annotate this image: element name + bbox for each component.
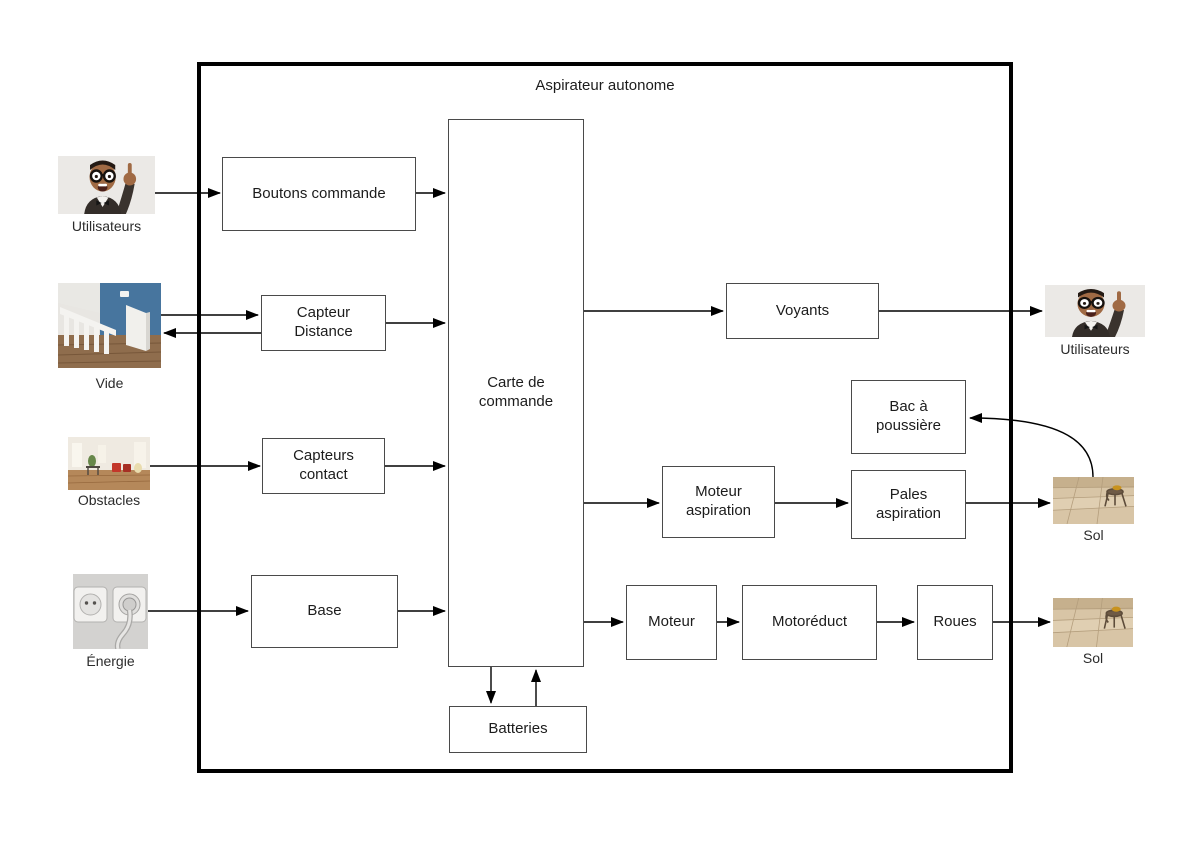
caption-obstacles: Obstacles — [77, 492, 141, 508]
sol-roues-photo — [1053, 598, 1133, 647]
block-roues: Roues — [917, 585, 993, 660]
obstacles-photo — [68, 437, 150, 490]
vide-photo — [58, 283, 161, 368]
block-moteur-aspiration: Moteur aspiration — [662, 466, 775, 538]
block-boutons-commande: Boutons commande — [222, 157, 416, 231]
block-base: Base — [251, 575, 398, 648]
diagram-title: Aspirateur autonome — [535, 77, 675, 94]
utilisateurs-left-photo — [58, 156, 155, 214]
block-batteries: Batteries — [449, 706, 587, 753]
caption-energie: Énergie — [86, 653, 135, 669]
block-motoreduct: Motoréduct — [742, 585, 877, 660]
caption-sol-aspiration: Sol — [1083, 527, 1104, 543]
block-voyants: Voyants — [726, 283, 879, 339]
caption-vide: Vide — [95, 375, 124, 391]
block-carte-de-commande: Carte de commande — [448, 119, 584, 667]
caption-utilisateurs-left: Utilisateurs — [71, 218, 142, 234]
block-bac-a-poussiere: Bac à poussière — [851, 380, 966, 454]
sol-aspiration-photo — [1053, 477, 1134, 524]
caption-utilisateurs-right: Utilisateurs — [1060, 341, 1130, 357]
block-capteur-distance: Capteur Distance — [261, 295, 386, 351]
block-moteur: Moteur — [626, 585, 717, 660]
block-capteurs-contact: Capteurs contact — [262, 438, 385, 494]
energie-photo — [73, 574, 148, 649]
block-pales-aspiration: Pales aspiration — [851, 470, 966, 539]
utilisateurs-right-photo — [1045, 285, 1145, 337]
caption-sol-roues: Sol — [1082, 650, 1104, 666]
